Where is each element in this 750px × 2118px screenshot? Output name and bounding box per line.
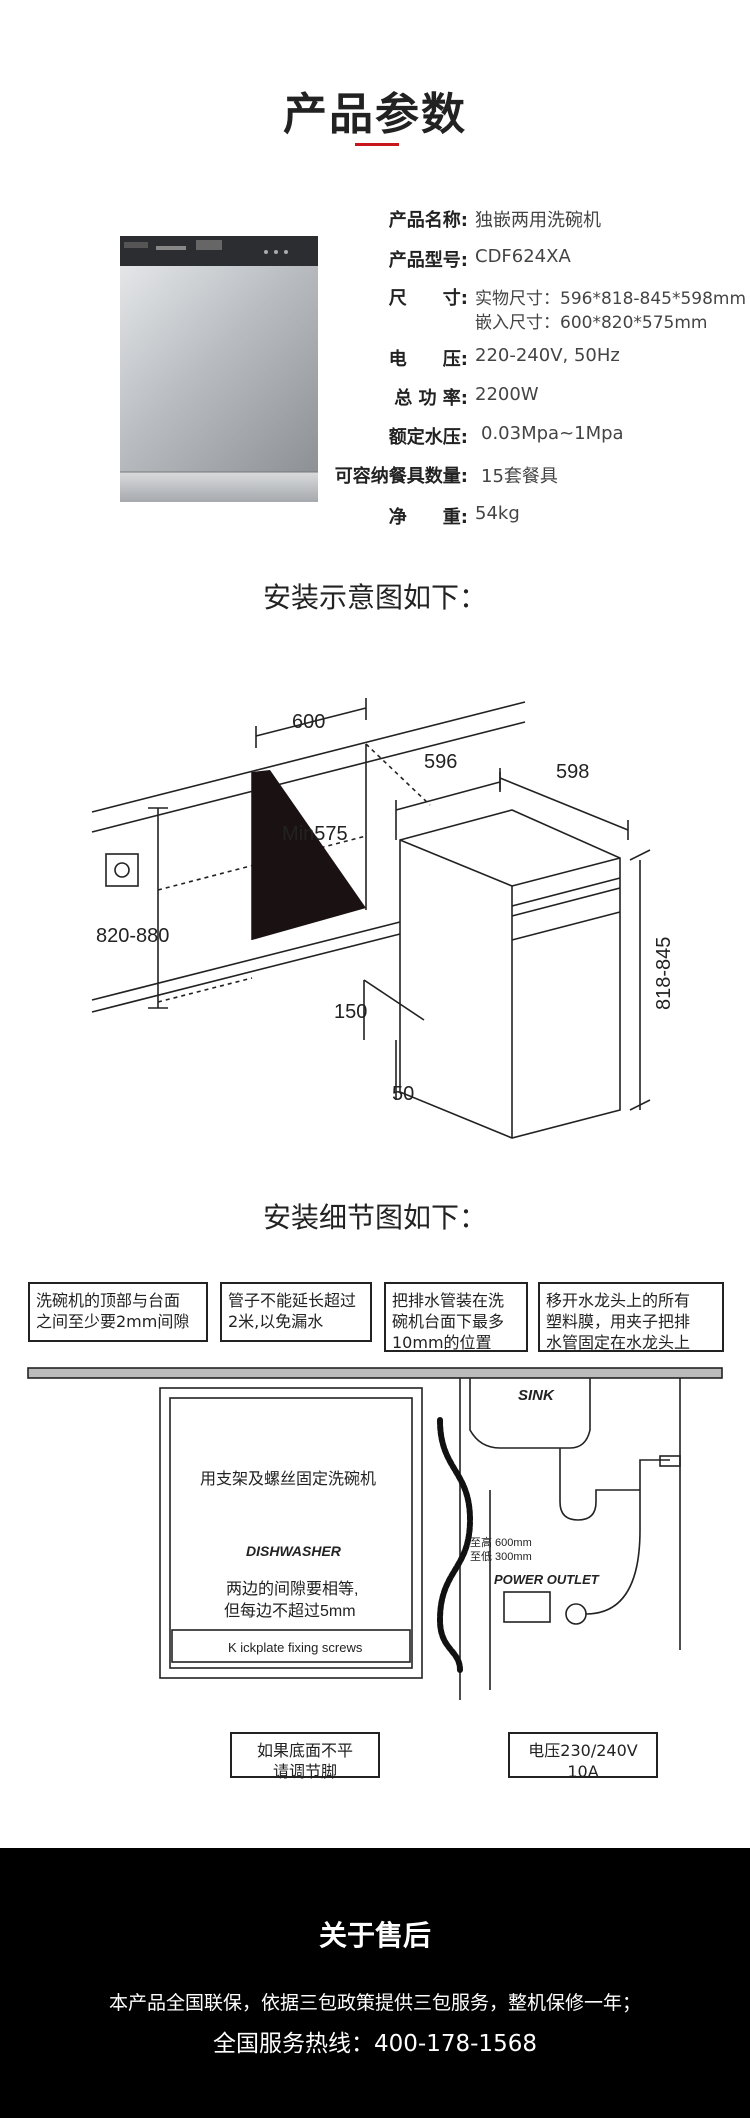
- dishwasher-label: DISHWASHER: [246, 1543, 342, 1559]
- installation-diagram: 600 Min575 820-880 596 598 818-845 150 5…: [91, 698, 675, 1139]
- dim-min575: Min575: [282, 823, 348, 845]
- title-underline: [355, 143, 399, 146]
- dim-820-880: 820-880: [96, 925, 169, 947]
- dim-50: 50: [392, 1083, 414, 1105]
- min-height-label: 至低 300mm: [470, 1550, 532, 1563]
- page-title: 产品参数: [283, 89, 467, 140]
- hotline-label: 全国服务热线：: [213, 2031, 375, 2057]
- dim-818-845: 818-845: [653, 937, 675, 1010]
- dim-596: 596: [424, 751, 457, 773]
- callout-faucet: 移开水龙头上的所有 塑料膜，用夹子把排 水管固定在水龙头上: [538, 1282, 724, 1352]
- sink-label: SINK: [518, 1387, 555, 1404]
- footer-hotline: 全国服务热线：400-178-1568: [0, 2024, 750, 2058]
- callout-drain-height: 把排水管装在洗 碗机台面下最多 10mm的位置: [384, 1282, 528, 1352]
- spec-label: 产品名称:: [388, 210, 468, 231]
- spec-label: 可容纳餐具数量:: [334, 466, 468, 487]
- spec-value: 2200W: [475, 384, 539, 405]
- spec-label: 产品型号:: [388, 250, 468, 271]
- dim-598: 598: [556, 761, 589, 783]
- gap-equal-label-2: 但每边不超过5mm: [224, 1602, 356, 1620]
- callout-feet: 如果底面不平 请调节脚: [230, 1732, 380, 1781]
- spec-value-2: 嵌入尺寸：600*820*575mm: [475, 313, 708, 333]
- callout-top-gap: 洗碗机的顶部与台面 之间至少要2mm间隙: [28, 1282, 208, 1342]
- max-height-label: 至高 600mm: [470, 1535, 532, 1549]
- spec-value: 54kg: [475, 503, 520, 524]
- spec-value: 220-240V, 50Hz: [475, 345, 620, 366]
- gap-equal-label-1: 两边的间隙要相等,: [226, 1580, 358, 1598]
- footer: 关于售后 本产品全国联保，依据三包政策提供三包服务，整机保修一年； 全国服务热线…: [0, 1848, 750, 2118]
- install-title: 安装示意图如下：: [262, 581, 487, 614]
- dim-600: 600: [292, 711, 325, 733]
- dim-150: 150: [334, 1001, 367, 1023]
- callout-hose-length: 管子不能延长超过 2米,以免漏水: [220, 1282, 372, 1342]
- spec-label: 额定水压:: [388, 427, 468, 448]
- spec-value: 15套餐具: [481, 466, 558, 487]
- spec-label: 总 功 率:: [394, 388, 468, 409]
- callout-voltage: 电压230/240V 10A: [508, 1732, 658, 1781]
- kickplate-label: K ickplate fixing screws: [228, 1640, 363, 1655]
- spec-label: 净 重:: [388, 507, 468, 528]
- spec-label: 电 压:: [388, 349, 468, 370]
- bracket-label: 用支架及螺丝固定洗碗机: [200, 1470, 376, 1488]
- hotline-number: 400-178-1568: [374, 2031, 537, 2057]
- spec-value: 独嵌两用洗碗机: [475, 210, 601, 231]
- installation-detail-diagram: SINK 用支架及螺丝固定洗碗机 DISHWASHER 两边的间隙要相等, 但每…: [27, 1367, 723, 1700]
- power-outlet-label: POWER OUTLET: [494, 1572, 600, 1587]
- spec-label: 尺 寸:: [388, 288, 468, 309]
- footer-title: 关于售后: [318, 1919, 431, 1952]
- spec-value: 0.03Mpa~1Mpa: [481, 423, 624, 444]
- detail-title: 安装细节图如下：: [262, 1201, 487, 1234]
- dishwasher-product-image: [120, 236, 318, 502]
- footer-warranty: 本产品全国联保，依据三包政策提供三包服务，整机保修一年；: [108, 1992, 641, 2014]
- spec-value: 实物尺寸：596*818-845*598mm: [475, 289, 747, 309]
- spec-value: CDF624XA: [475, 246, 571, 267]
